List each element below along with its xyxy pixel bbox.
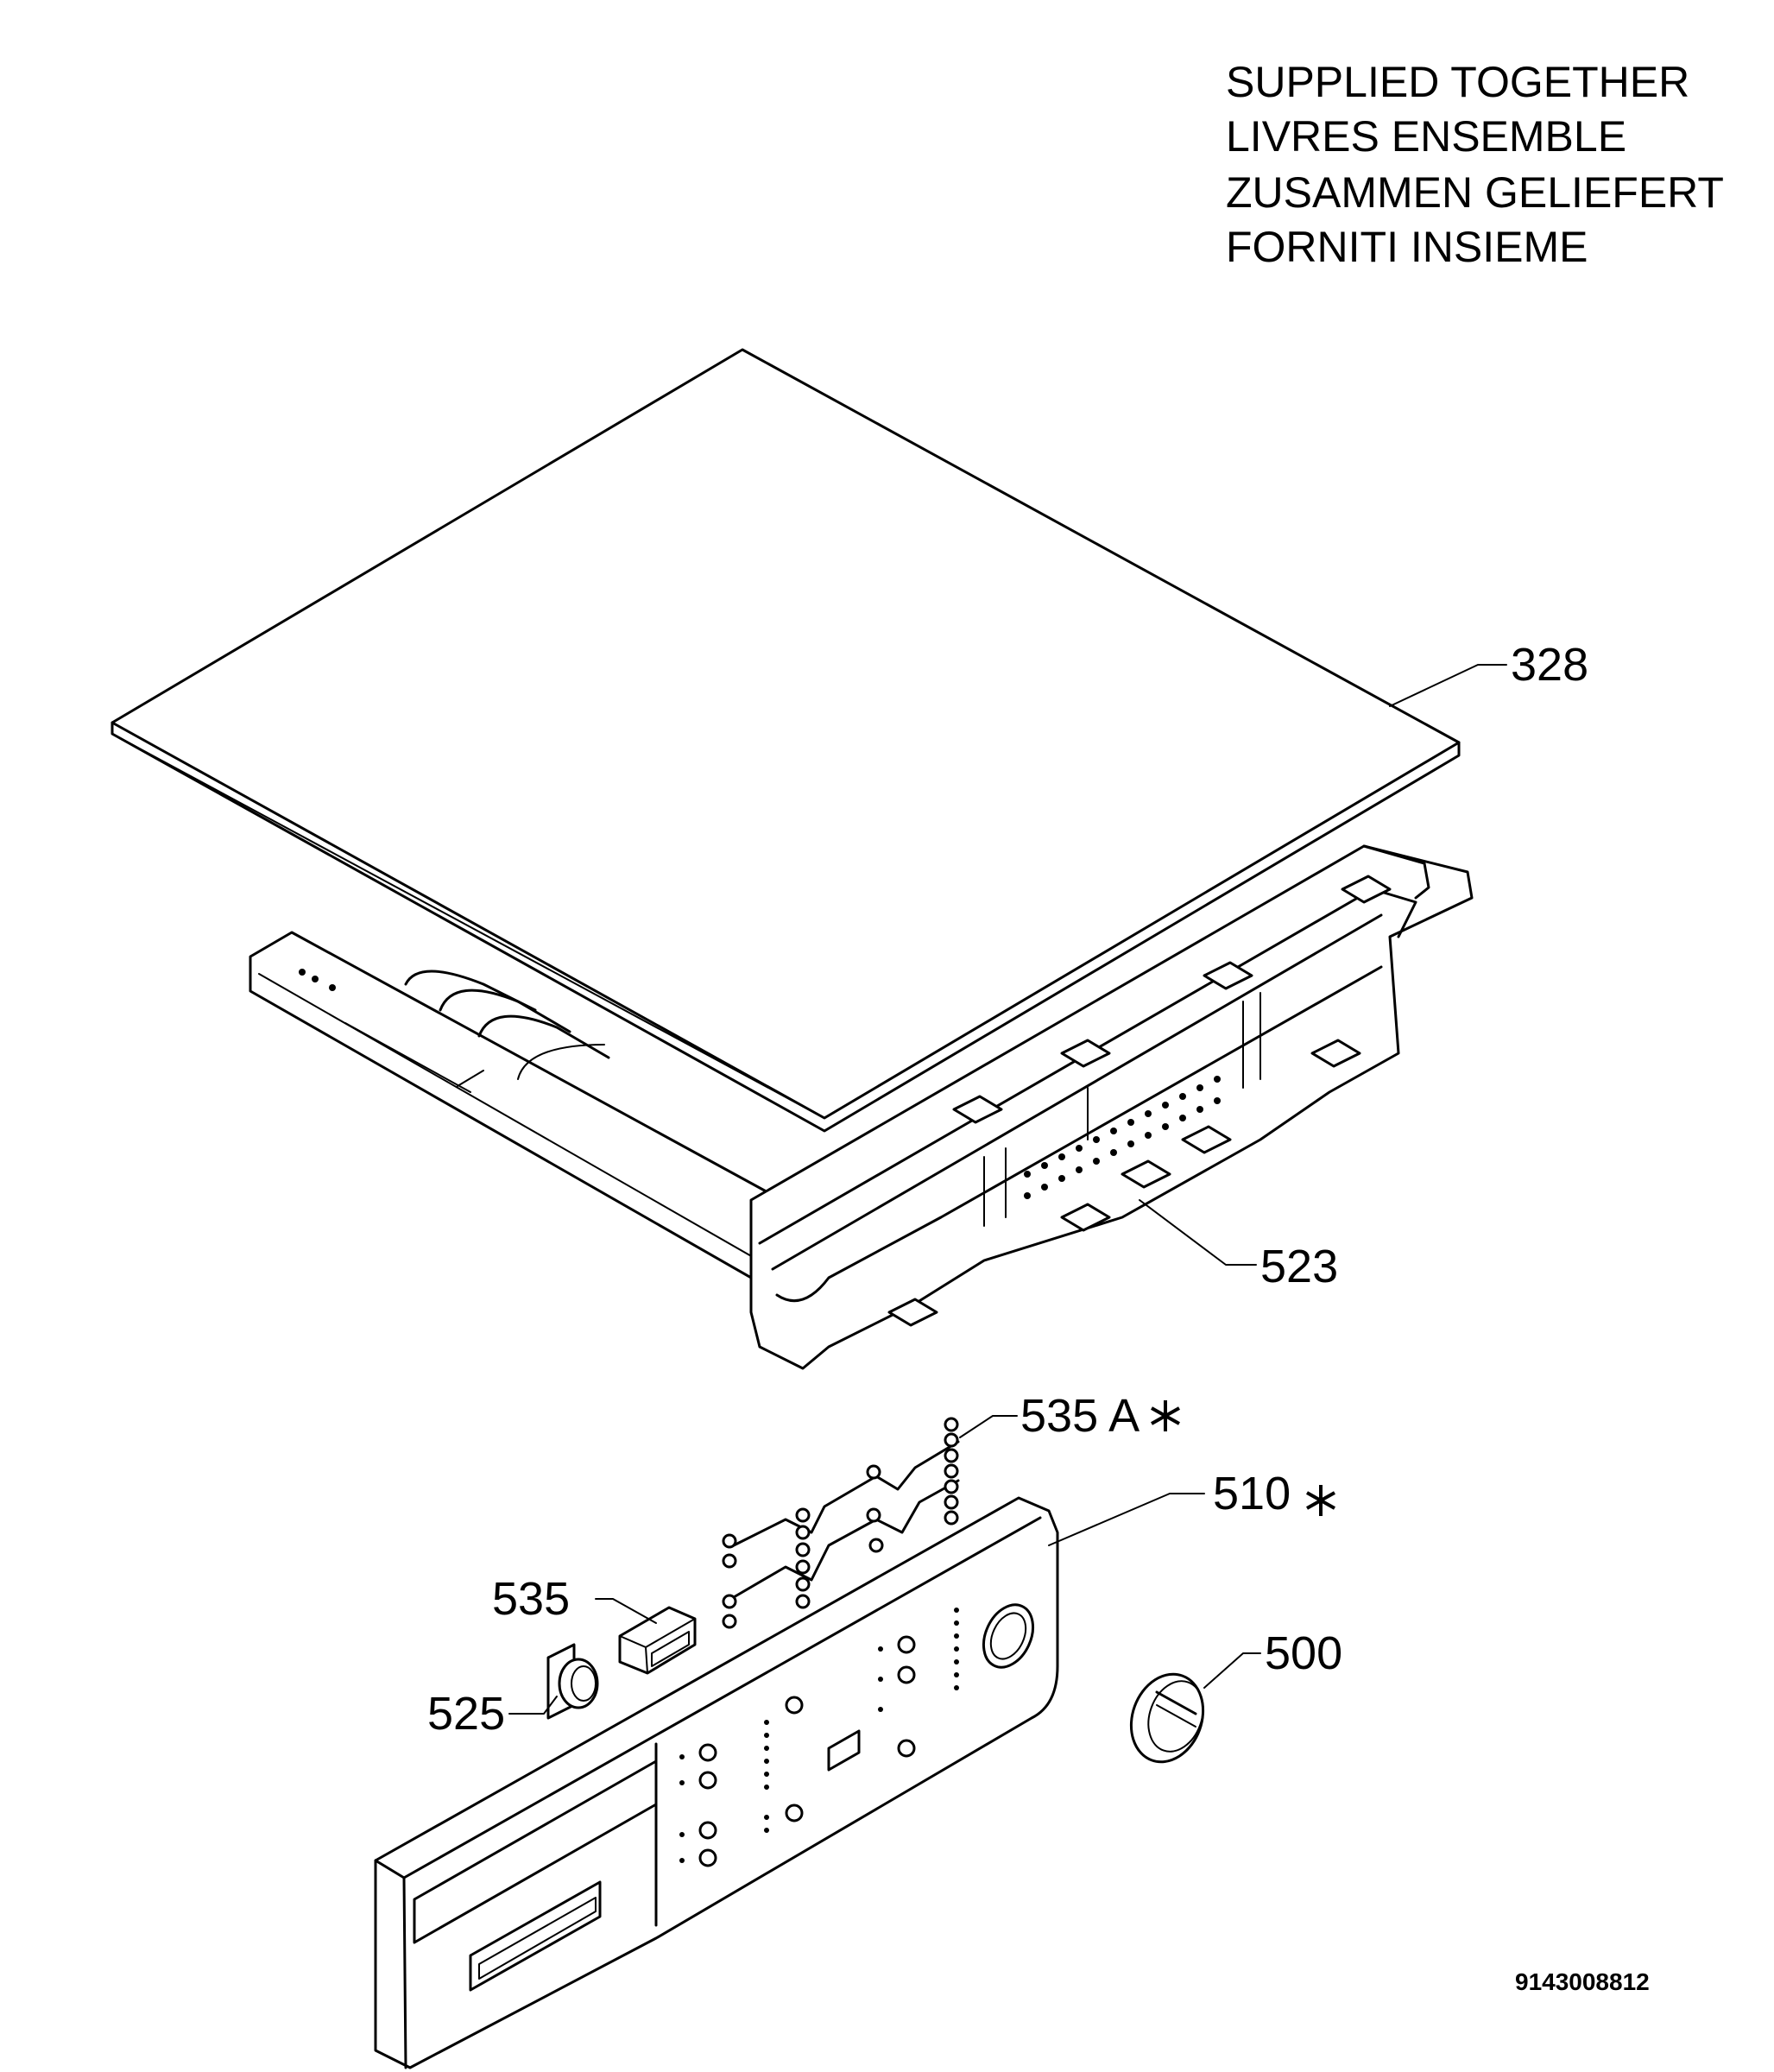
callout-535: 535 xyxy=(492,1573,570,1625)
part-510-control-panel xyxy=(374,1496,1059,2069)
callout-525: 525 xyxy=(427,1688,505,1740)
leader-525 xyxy=(508,1696,558,1715)
supplied-together-note: SUPPLIED TOGETHER LIVRES ENSEMBLE ZUSAMM… xyxy=(1226,58,1724,271)
part-523-panel-frame xyxy=(249,844,1474,1370)
callout-535a: 535 A xyxy=(1020,1390,1140,1442)
part-500-knob xyxy=(1129,1672,1205,1764)
callout-328: 328 xyxy=(1511,639,1588,691)
part-328-worktop xyxy=(110,348,1461,1133)
panel-buttons xyxy=(698,1635,916,1867)
leader-lines xyxy=(508,664,1507,1715)
leader-510 xyxy=(1048,1493,1205,1546)
callout-510: 510 xyxy=(1213,1468,1291,1519)
vent-holes xyxy=(1024,1076,1221,1199)
note-line-de: ZUSAMMEN GELIEFERT xyxy=(1226,168,1724,217)
callout-500: 500 xyxy=(1265,1627,1342,1679)
document-number: 9143008812 xyxy=(1515,1968,1650,1995)
leader-500 xyxy=(1203,1652,1261,1689)
panel-led-dots xyxy=(679,1608,959,1863)
note-line-en: SUPPLIED TOGETHER xyxy=(1226,58,1689,106)
leader-535a xyxy=(959,1415,1018,1438)
asterisk-icon xyxy=(1306,1485,1335,1516)
part-535a-contact-strip xyxy=(722,1417,960,1629)
part-525-push-button xyxy=(546,1643,599,1720)
callout-523: 523 xyxy=(1260,1241,1338,1292)
part-535-display xyxy=(618,1606,697,1675)
leader-328 xyxy=(1389,664,1507,707)
leader-523 xyxy=(1139,1199,1257,1266)
contact-pins xyxy=(722,1417,959,1629)
leader-535 xyxy=(595,1598,657,1624)
note-line-fr: LIVRES ENSEMBLE xyxy=(1226,112,1626,161)
note-line-it: FORNITI INSIEME xyxy=(1226,223,1588,271)
asterisk-icon xyxy=(1151,1400,1180,1431)
